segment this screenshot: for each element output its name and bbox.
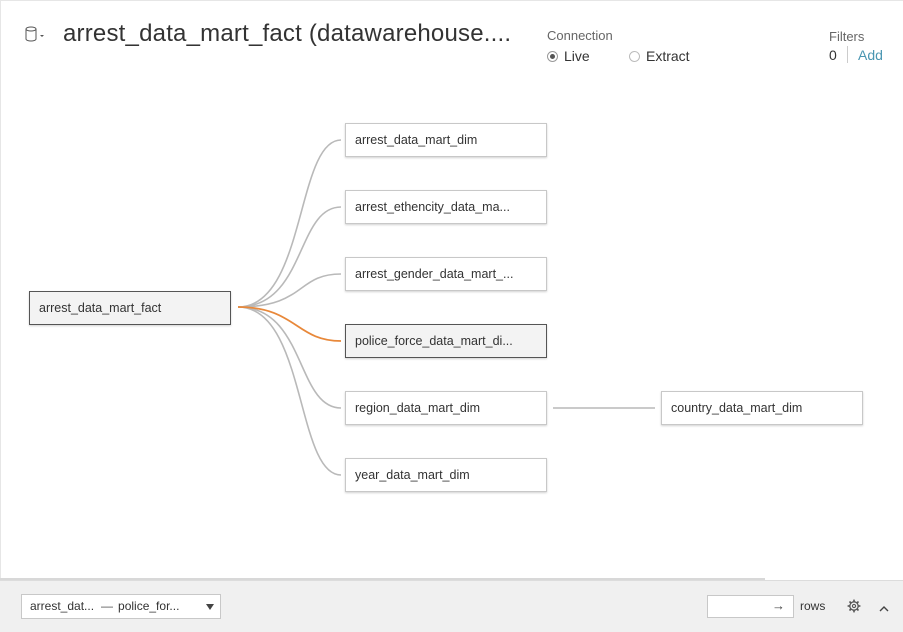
selected-relationship-link: [237, 306, 342, 342]
radio-selected-icon: [547, 50, 558, 62]
relationship-link: [237, 273, 342, 308]
connection-live-label: Live: [564, 48, 590, 64]
rows-label: rows: [800, 599, 826, 613]
table-card[interactable]: arrest_gender_data_mart_...: [345, 257, 547, 291]
relationship-link: [237, 306, 342, 476]
filters-label: Filters: [829, 29, 865, 44]
fact-table-card[interactable]: arrest_data_mart_fact: [29, 291, 231, 325]
selector-separator: —: [101, 599, 114, 613]
selector-right-table: police_for...: [118, 599, 180, 613]
data-source-title[interactable]: arrest_data_mart_fact (datawarehouse....: [63, 20, 512, 47]
relationship-links: [237, 139, 655, 476]
relationship-link: [237, 206, 342, 308]
filters-count: 0: [829, 47, 837, 63]
connection-extract-label: Extract: [646, 48, 690, 64]
data-source-canvas: arrest_data_mart_fact (datawarehouse....…: [0, 0, 903, 580]
table-card[interactable]: region_data_mart_dim: [345, 391, 547, 425]
relationship-selector-dropdown[interactable]: arrest_dat... — police_for...: [21, 594, 221, 619]
arrow-right-icon[interactable]: →: [772, 598, 785, 613]
rows-count-input[interactable]: →: [707, 595, 794, 618]
table-card[interactable]: arrest_data_mart_dim: [345, 123, 547, 157]
connection-live-radio[interactable]: Live: [547, 48, 590, 64]
table-card[interactable]: arrest_ethencity_data_ma...: [345, 190, 547, 224]
connection-label: Connection: [547, 28, 613, 43]
chevron-up-icon[interactable]: [878, 601, 890, 612]
datasource-icon[interactable]: [23, 25, 45, 47]
relationship-link: [237, 139, 342, 308]
selected-table-card[interactable]: police_force_data_mart_di...: [345, 324, 547, 358]
gear-icon[interactable]: [847, 599, 861, 613]
connection-extract-radio[interactable]: Extract: [629, 48, 690, 64]
add-filter-link[interactable]: Add: [858, 47, 883, 63]
filters-divider: [847, 46, 848, 63]
selector-left-table: arrest_dat...: [30, 599, 95, 613]
dropdown-caret-icon: [206, 604, 214, 610]
relationship-link: [237, 306, 342, 409]
table-card[interactable]: country_data_mart_dim: [661, 391, 863, 425]
radio-unselected-icon: [629, 50, 640, 62]
table-card[interactable]: year_data_mart_dim: [345, 458, 547, 492]
